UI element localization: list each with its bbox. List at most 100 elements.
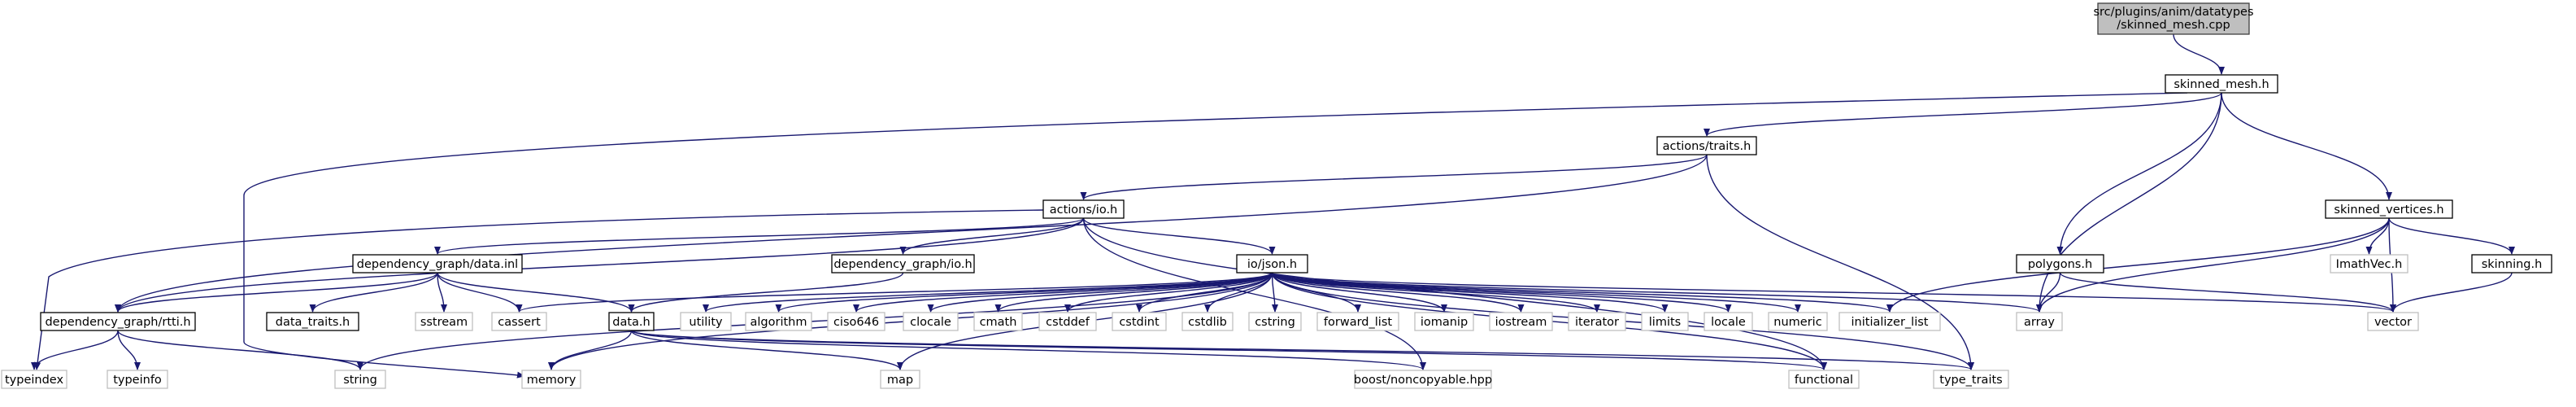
node-clocale: clocale — [903, 312, 959, 331]
node-actions-traits-h[interactable]: actions/traits.h — [1656, 136, 1757, 155]
node-cstdlib: cstdlib — [1181, 312, 1234, 331]
node-box — [973, 312, 1023, 331]
edge-dg-data-inl-to-cassert — [437, 272, 523, 313]
node-dg-rtti-h[interactable]: dependency_graph/rtti.h — [40, 312, 196, 331]
node-boost-noncopyable: boost/noncopyable.hpp — [1354, 370, 1492, 389]
edge-io-json-h-to-ciso646 — [853, 272, 1273, 313]
node-vector: vector — [2367, 312, 2419, 331]
node-box — [2016, 312, 2063, 331]
node-box — [1038, 312, 1097, 331]
edge-io-json-h-to-numeric — [1271, 272, 1801, 313]
edge-io-json-h-to-vector — [1271, 272, 2396, 313]
edge-actions-io-h-to-typeindex — [34, 209, 1044, 370]
node-cmath: cmath — [973, 312, 1023, 331]
node-label: vector — [2374, 316, 2412, 329]
edge-actions-io-h-to-boost-noncopyable — [1082, 217, 1426, 370]
edge-skinned-mesh-h-to-memory — [243, 92, 2188, 379]
edge-dg-rtti-h-to-string — [117, 330, 363, 370]
edge-io-json-h-to-array — [1271, 272, 2043, 313]
node-dg-data-inl[interactable]: dependency_graph/data.inl — [352, 254, 523, 274]
node-box — [1181, 312, 1234, 331]
node-box — [40, 312, 196, 331]
edge-actions-io-h-to-dg-rtti-h — [115, 217, 1085, 313]
node-label: typeindex — [5, 374, 63, 387]
node-box — [266, 312, 359, 331]
node-actions-io-h[interactable]: actions/io.h — [1042, 199, 1125, 219]
node-label: cmath — [980, 316, 1017, 329]
edge-io-json-h-to-cassert — [516, 272, 1273, 313]
node-label: string — [343, 374, 377, 387]
node-skinning-h[interactable]: skinning.h — [2471, 254, 2552, 274]
edge-dg-data-inl-to-sstream — [437, 272, 447, 313]
node-dg-io-h[interactable]: dependency_graph/io.h — [831, 254, 975, 274]
node-box — [1042, 199, 1125, 219]
node-box — [745, 312, 812, 331]
root-label-2: /skinned_mesh.cpp — [2117, 19, 2230, 32]
edge-dg-io-h-to-data-h — [628, 272, 904, 313]
node-box — [1354, 370, 1492, 389]
edge-io-json-h-to-cmath — [994, 272, 1273, 313]
edge-actions-io-h-to-dg-data-inl — [434, 217, 1085, 255]
edge-actions-traits-h-to-type-traits — [1706, 154, 1974, 370]
edge-actions-traits-h-to-dg-rtti-h — [115, 154, 1708, 313]
edge-dg-data-inl-to-dg-rtti-h — [115, 272, 438, 313]
node-box — [680, 312, 732, 331]
node-box — [2330, 254, 2408, 274]
edge-skinned-mesh-h-to-polygons-h — [2056, 92, 2222, 255]
node-label: clocale — [910, 316, 951, 329]
node-polygons-h[interactable]: polygons.h — [2016, 254, 2104, 274]
edge-io-json-h-to-cstring — [1271, 272, 1278, 313]
edge-actions-traits-h-to-actions-io-h — [1080, 154, 1708, 200]
node-label: functional — [1795, 374, 1853, 387]
node-io-json-h[interactable]: io/json.h — [1236, 254, 1308, 274]
edge-io-json-h-to-limits — [1271, 272, 1669, 313]
node-box — [2016, 254, 2104, 274]
node-label: dependency_graph/rtti.h — [45, 316, 190, 329]
edge-skinned-mesh-h-to-actions-traits-h — [1704, 92, 2222, 137]
node-box — [1, 370, 67, 389]
node-box — [1236, 254, 1308, 274]
node-box — [1316, 312, 1399, 331]
node-initializer-list: initializer_list — [1838, 312, 1941, 331]
node-label: cassert — [498, 316, 541, 329]
node-cassert: cassert — [491, 312, 547, 331]
node-map: map — [880, 370, 920, 389]
edge-skinning-h-to-vector — [2390, 272, 2513, 313]
node-box — [1768, 312, 1828, 331]
node-skinned-mesh-h[interactable]: skinned_mesh.h — [2165, 74, 2278, 94]
node-box — [2165, 74, 2278, 94]
node-box — [521, 370, 581, 389]
node-box — [334, 370, 386, 389]
node-data-traits-h[interactable]: data_traits.h — [266, 312, 359, 331]
node-string: string — [334, 370, 386, 389]
node-algorithm: algorithm — [745, 312, 812, 331]
node-root[interactable]: src/plugins/anim/datatypes/skinned_mesh.… — [2093, 2, 2254, 35]
node-box — [880, 370, 920, 389]
node-cstddef: cstddef — [1038, 312, 1097, 331]
node-box — [2325, 199, 2453, 219]
node-sstream: sstream — [415, 312, 473, 331]
node-label: algorithm — [751, 316, 807, 329]
node-cstdint: cstdint — [1112, 312, 1167, 331]
node-label: polygons.h — [2028, 258, 2092, 271]
node-label: initializer_list — [1852, 316, 1929, 329]
node-label: typeinfo — [113, 374, 162, 387]
node-label: actions/traits.h — [1663, 140, 1751, 153]
node-functional: functional — [1788, 370, 1860, 389]
node-data-h[interactable]: data.h — [608, 312, 655, 331]
node-skinned-vertices-h[interactable]: skinned_vertices.h — [2325, 199, 2453, 219]
node-box — [1568, 312, 1626, 331]
node-array: array — [2016, 312, 2063, 331]
node-numeric: numeric — [1768, 312, 1828, 331]
node-cstring: cstring — [1248, 312, 1302, 331]
edge-data-h-to-type-traits — [630, 330, 1974, 370]
node-box — [1414, 312, 1474, 331]
node-locale: locale — [1704, 312, 1753, 331]
node-box — [415, 312, 473, 331]
node-label: skinned_vertices.h — [2334, 204, 2443, 217]
node-label: cstdlib — [1188, 316, 1227, 329]
node-box — [831, 254, 975, 274]
node-box — [1248, 312, 1302, 331]
node-label: dependency_graph/data.inl — [357, 258, 518, 271]
edge-polygons-h-to-array — [2036, 272, 2061, 313]
